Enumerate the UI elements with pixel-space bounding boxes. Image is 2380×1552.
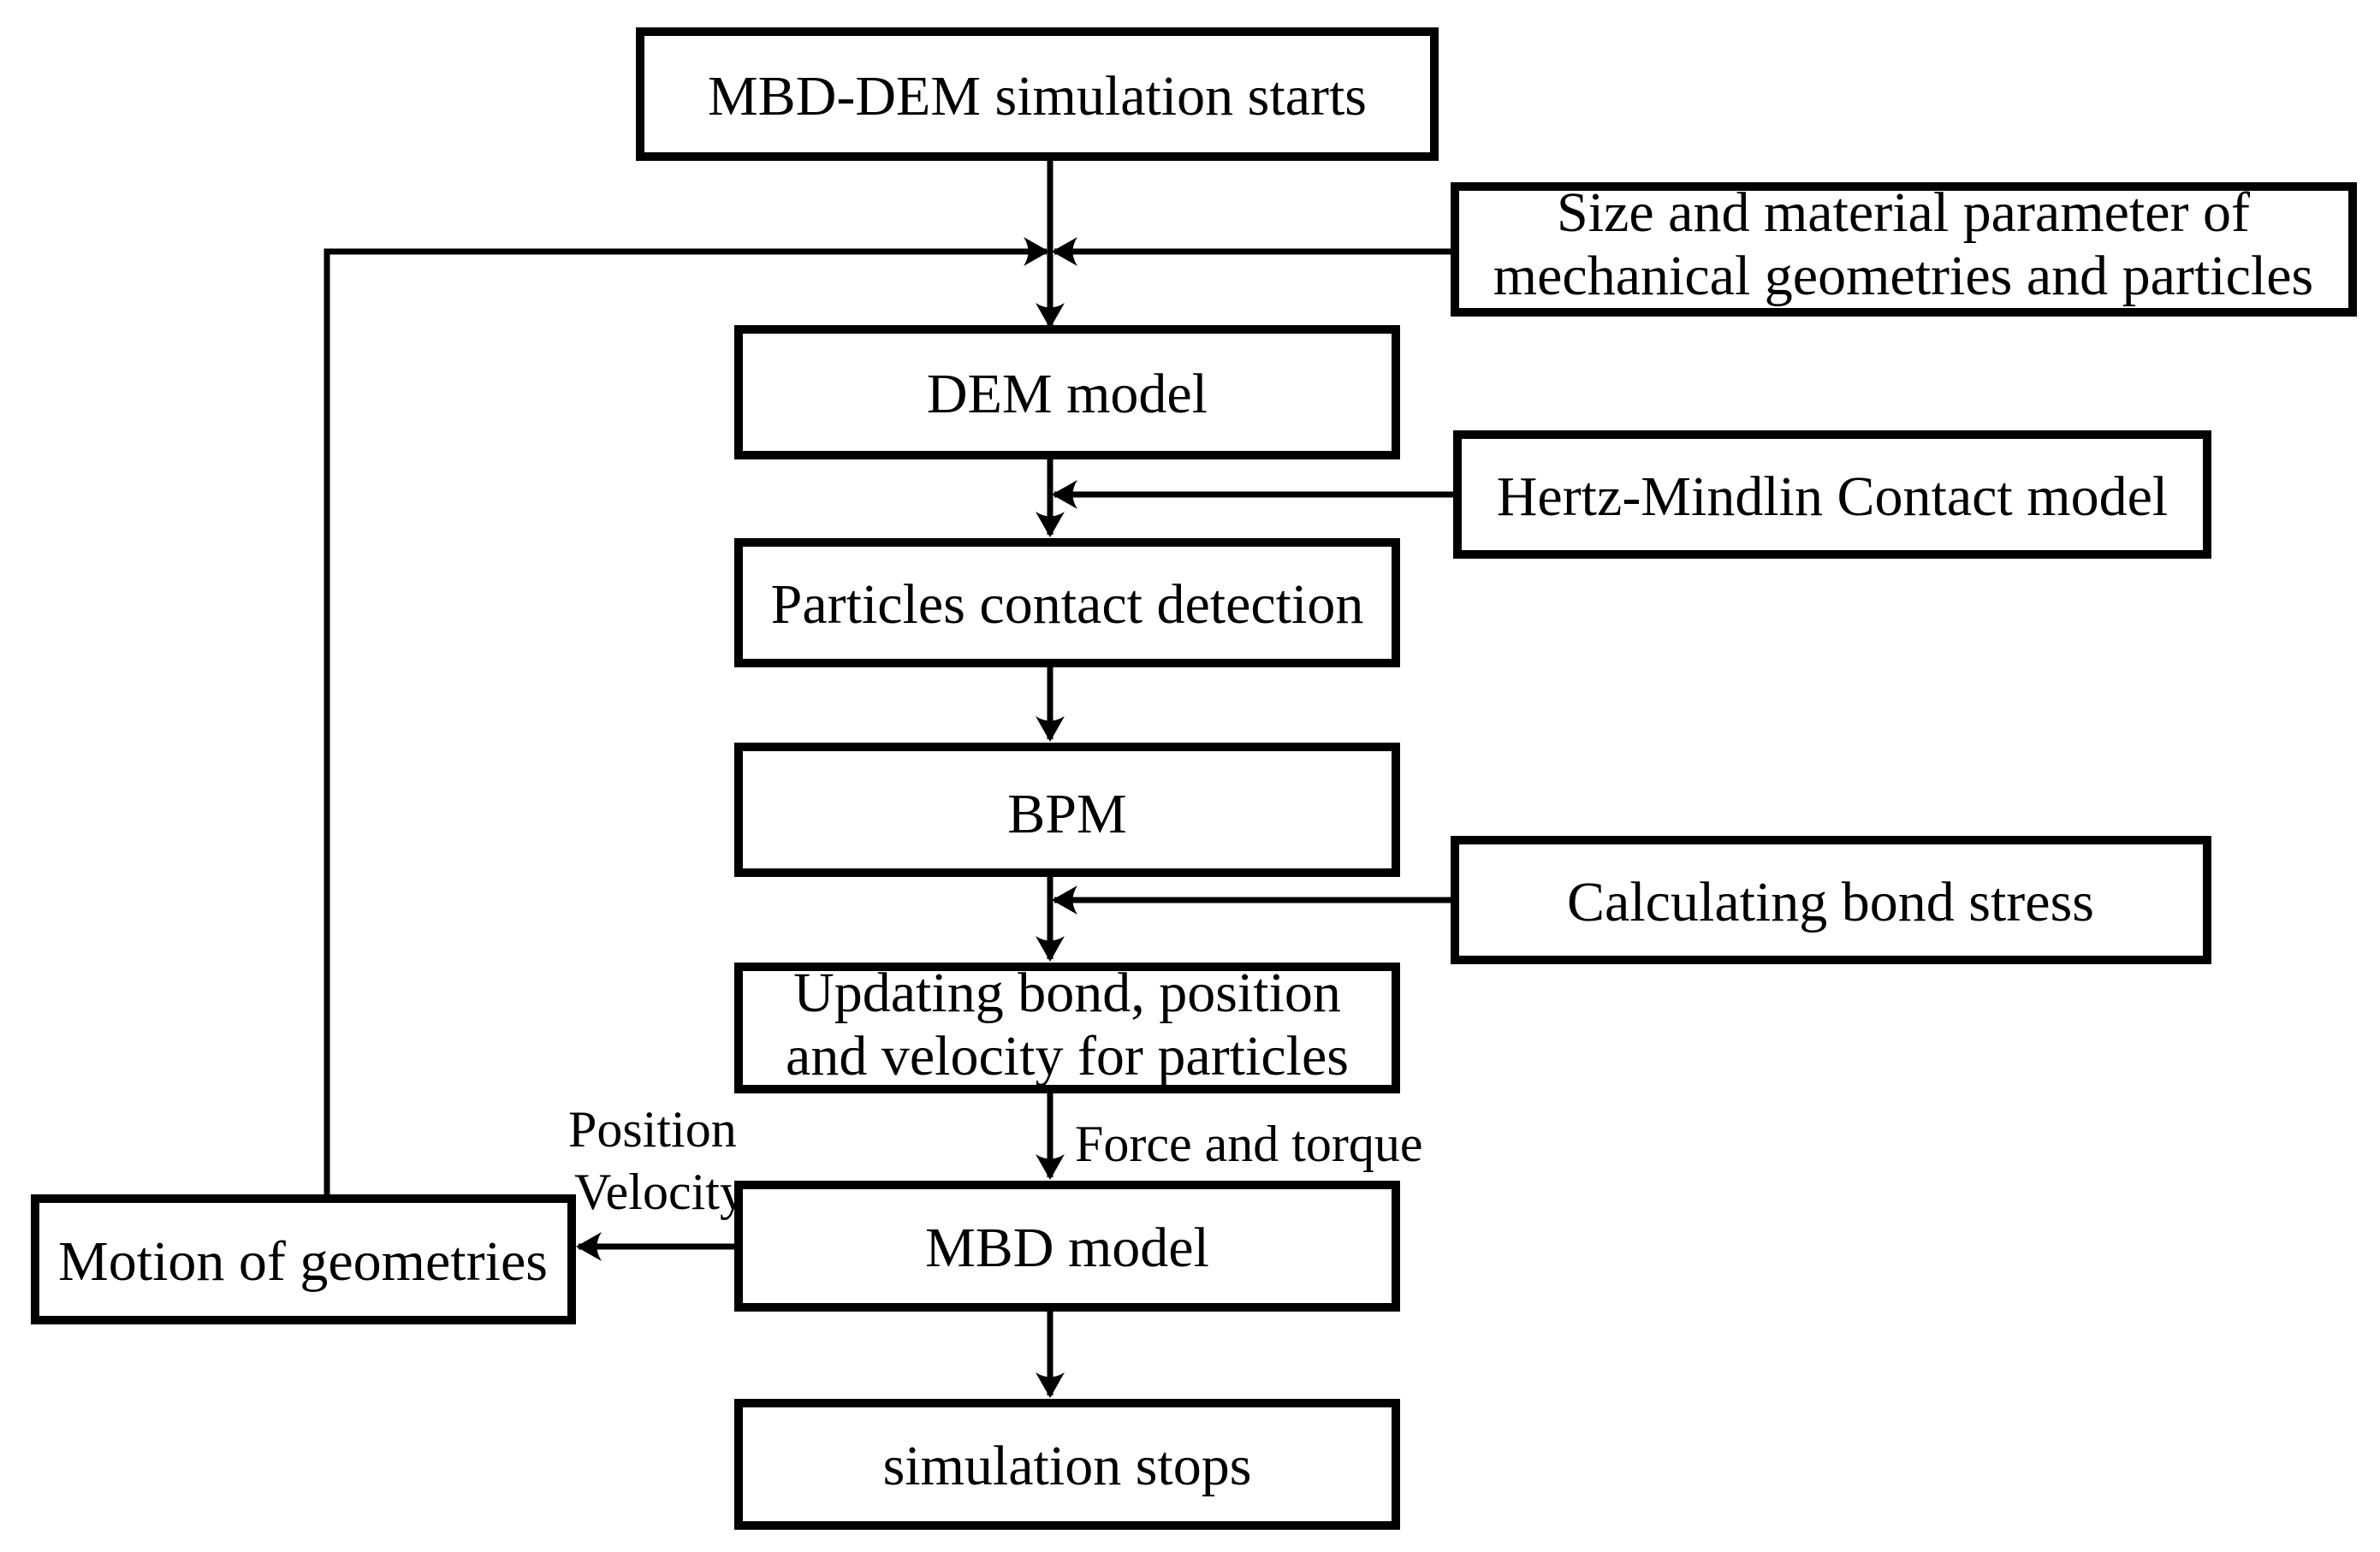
node-size-parameters-line1: Size and material parameter of — [1557, 181, 2250, 244]
node-mbd-model-box — [734, 1181, 1400, 1312]
edge-label-velocity: Velocity — [574, 1164, 745, 1220]
node-motion-geometries-label: Motion of geometries — [58, 1230, 548, 1293]
edge-motion-feedback — [323, 237, 1049, 1195]
edge-labels-layer: Position Velocity Force and torque — [568, 1101, 1423, 1220]
nodes-layer — [31, 27, 2357, 1530]
node-contact-detection-box — [734, 538, 1400, 667]
node-simulation-stops-box — [734, 1399, 1400, 1530]
node-contact-detection-label: Particles contact detection — [771, 573, 1364, 636]
node-bpm-label: BPM — [1007, 783, 1126, 845]
node-motion-geometries-box — [31, 1194, 576, 1324]
node-labels-layer: MBD-DEM simulation starts Size and mater… — [58, 65, 2313, 1497]
node-hertz-mindlin-label: Hertz-Mindlin Contact model — [1497, 465, 2169, 528]
node-calc-bond-stress-box — [1451, 836, 2211, 964]
node-updating-line1: Updating bond, position — [793, 962, 1341, 1024]
node-start-box — [636, 27, 1439, 161]
node-dem-model-box — [734, 325, 1400, 459]
node-mbd-model-label: MBD model — [925, 1217, 1209, 1279]
edge-label-force-torque: Force and torque — [1075, 1116, 1423, 1172]
node-size-parameters-line2: mechanical geometries and particles — [1493, 245, 2313, 307]
node-updating-line2: and velocity for particles — [786, 1025, 1349, 1087]
node-size-parameters-box — [1451, 182, 2357, 317]
node-dem-model-label: DEM model — [927, 363, 1208, 425]
node-updating-box — [734, 963, 1400, 1093]
node-calc-bond-stress-label: Calculating bond stress — [1567, 871, 2094, 933]
node-hertz-mindlin-box — [1453, 430, 2211, 559]
node-start-label: MBD-DEM simulation starts — [708, 65, 1367, 127]
node-bpm-box — [734, 743, 1400, 877]
edges-layer — [323, 161, 1453, 1398]
node-simulation-stops-label: simulation stops — [883, 1435, 1252, 1497]
edge-label-position: Position — [568, 1101, 737, 1158]
